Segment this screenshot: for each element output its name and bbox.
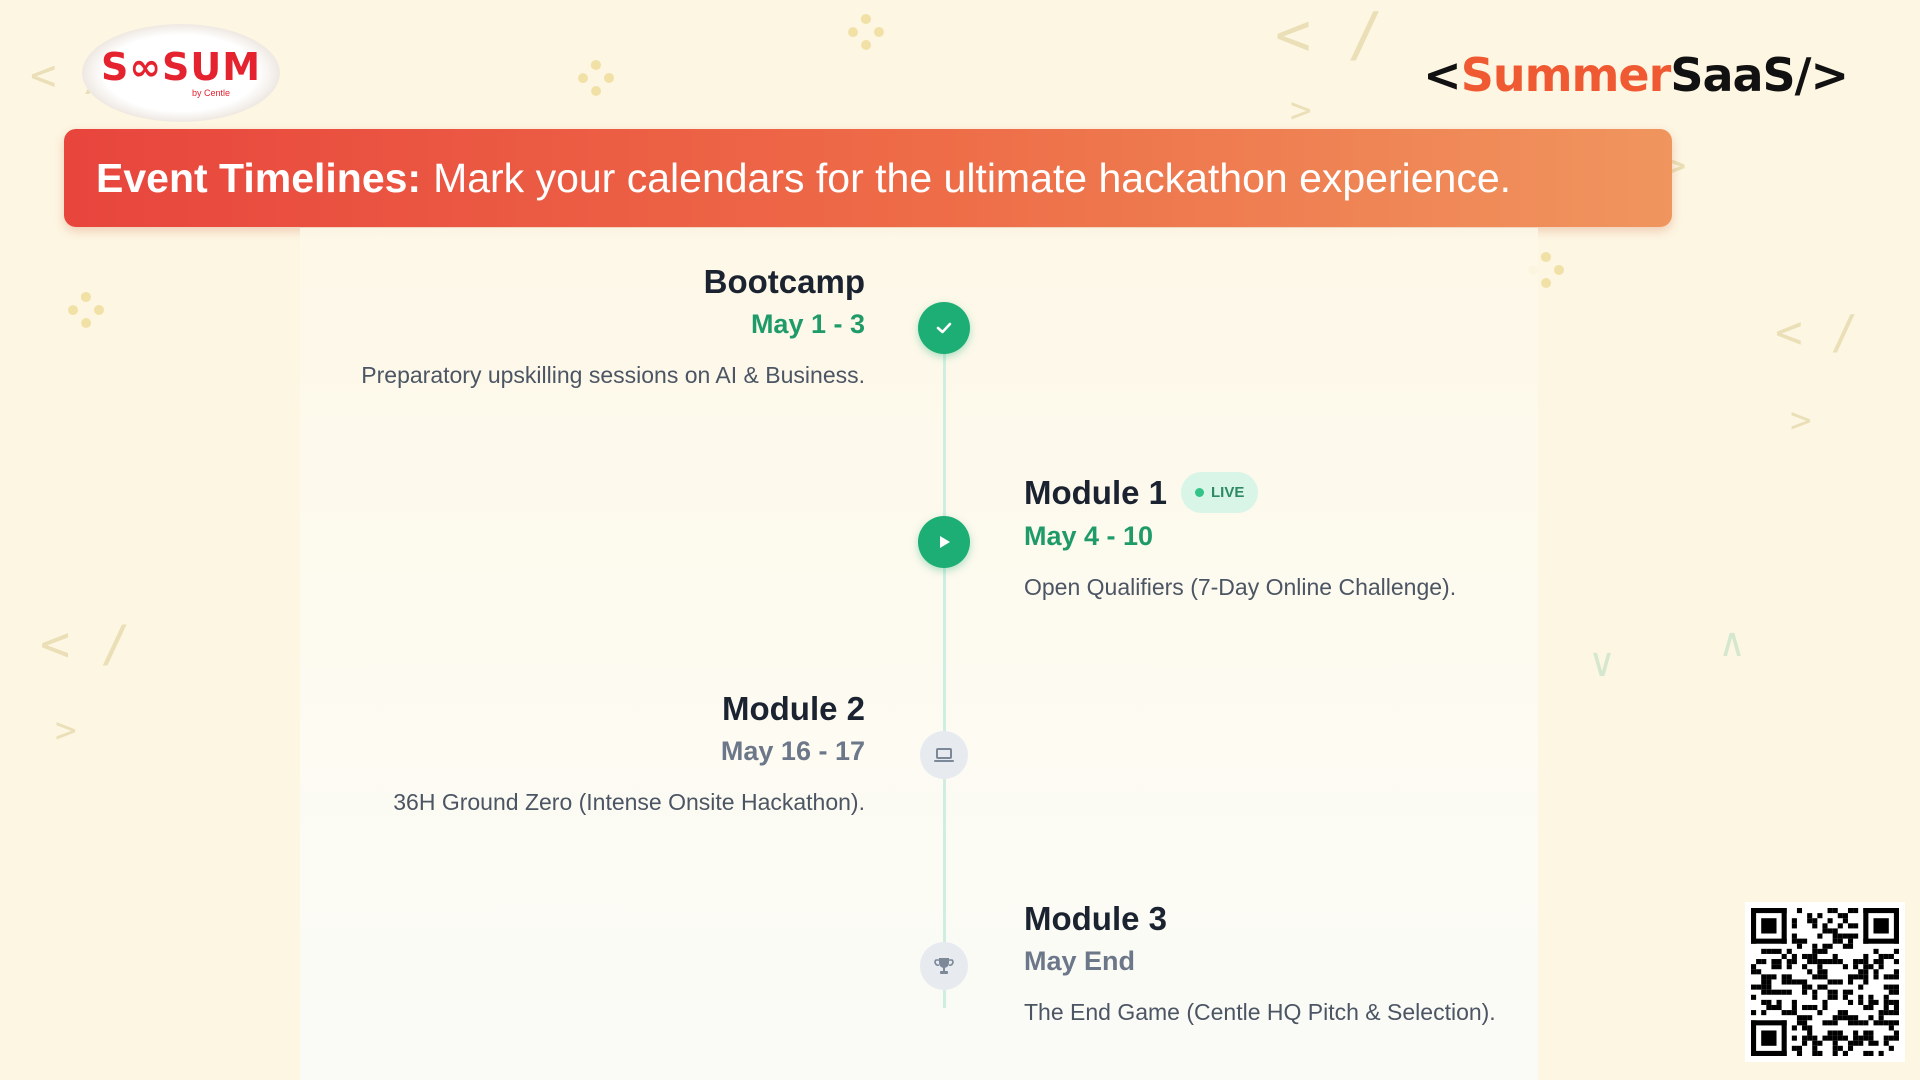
- event-date: May 1 - 3: [750, 309, 865, 339]
- event-description: The End Game (Centle HQ Pitch & Selectio…: [1024, 999, 1496, 1025]
- event-description: Open Qualifiers (7-Day Online Challenge)…: [1024, 574, 1457, 600]
- timeline-event-bootcamp: Bootcamp May 1 - 3 Preparatory upskillin…: [361, 263, 865, 389]
- decor-gear-icon: [848, 14, 884, 50]
- event-title: Module 1: [1024, 473, 1168, 511]
- logo-text: S∞SUM: [100, 45, 262, 89]
- timeline-connector: [943, 328, 946, 1008]
- brand-accent-text: Summer: [1460, 48, 1672, 102]
- decor-gear-icon: [578, 60, 614, 96]
- brand-open-bracket: <: [1423, 48, 1462, 102]
- decor-code-glyph: ∧: [1720, 620, 1745, 666]
- timeline-panel: [300, 228, 1538, 1080]
- live-badge-label: LIVE: [1211, 484, 1245, 501]
- timeline-event-module-1: Module 1 LIVE May 4 - 10 Open Qualifiers…: [1024, 472, 1456, 601]
- qr-code[interactable]: [1745, 902, 1905, 1062]
- event-description: 36H Ground Zero (Intense Onsite Hackatho…: [393, 789, 865, 815]
- timeline-node-done: [918, 302, 970, 354]
- decor-code-glyph: ∨: [1590, 640, 1615, 686]
- play-icon: [940, 536, 950, 548]
- timeline-event-module-2: Module 2 May 16 - 17 36H Ground Zero (In…: [393, 690, 865, 816]
- decor-code-glyph: < /: [1775, 305, 1859, 359]
- decor-code-glyph: >: [1290, 90, 1312, 131]
- decor-code-glyph: < /: [40, 615, 131, 673]
- event-title: Bootcamp: [703, 263, 865, 300]
- event-description: Preparatory upskilling sessions on AI & …: [361, 362, 865, 388]
- logo-subtitle: by Centle: [191, 88, 231, 98]
- sosum-logo: S∞SUM by Centle: [82, 24, 280, 122]
- laptop-icon: [934, 748, 954, 762]
- check-icon: [936, 322, 952, 334]
- decor-gear-icon: [68, 292, 104, 328]
- event-date: May End: [1024, 946, 1136, 976]
- summer-saas-brand: <SummerSaaS/>: [1423, 48, 1849, 102]
- event-title: Module 3: [1024, 900, 1168, 937]
- decor-code-glyph: >: [1790, 400, 1812, 441]
- live-badge: LIVE: [1181, 472, 1259, 513]
- trophy-icon: [934, 958, 954, 974]
- brand-rest-text: SaaS/>: [1670, 48, 1849, 102]
- banner-subtitle: Mark your calendars for the ultimate hac…: [433, 154, 1512, 201]
- timeline-node-upcoming: [920, 942, 968, 990]
- banner-title: Event Timelines:: [96, 154, 422, 201]
- event-date: May 16 - 17: [720, 736, 865, 766]
- timeline-event-module-3: Module 3 May End The End Game (Centle HQ…: [1024, 900, 1496, 1026]
- qr-code-image: [1751, 908, 1899, 1056]
- timeline-node-upcoming: [920, 731, 968, 779]
- decor-code-glyph: >: [55, 710, 77, 751]
- event-date: May 4 - 10: [1024, 521, 1154, 551]
- decor-code-glyph: < /: [1275, 0, 1384, 70]
- event-title: Module 2: [721, 690, 865, 727]
- timeline-node-active: [918, 516, 970, 568]
- live-dot-icon: [1195, 488, 1205, 497]
- event-timelines-banner: Event Timelines: Mark your calendars for…: [64, 129, 1672, 227]
